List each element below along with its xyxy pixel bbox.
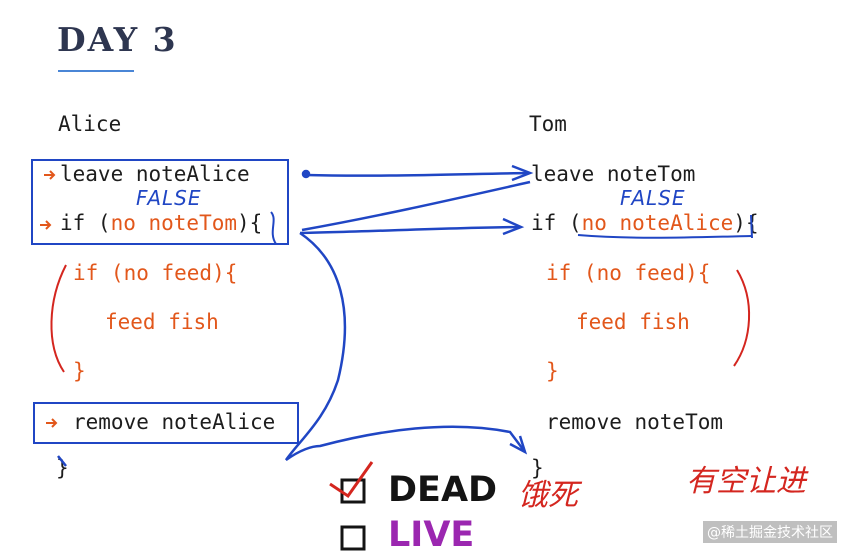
tom-bracket-icon <box>733 269 751 367</box>
tom-inner-close: } <box>546 359 559 383</box>
alice-leave-if-box <box>31 159 289 245</box>
alice-feed: feed fish <box>105 310 219 334</box>
alice-remove-box <box>33 402 299 444</box>
live-checkbox-icon <box>340 525 366 551</box>
alice-brace-mark <box>270 211 277 245</box>
tom-leave-line: leave noteTom <box>531 162 696 186</box>
arrow-marker-icon <box>40 170 58 428</box>
slide-title: DAY 3 <box>57 20 178 59</box>
tom-if-prefix: if ( <box>531 211 582 235</box>
dead-note: 饿死 <box>518 478 578 513</box>
alice-inner-if: if (no feed){ <box>73 261 238 285</box>
alice-leave-line: leave noteAlice <box>60 162 250 186</box>
alice-false-note: FALSE <box>136 186 202 210</box>
deadlock-note: 有空让进 <box>686 464 806 499</box>
tom-name: Tom <box>529 112 567 136</box>
tom-if-cond: no noteAlice <box>581 211 734 235</box>
alice-close: } <box>56 456 69 480</box>
alice-if-prefix: if ( <box>60 211 111 235</box>
alice-inner-close: } <box>73 359 86 383</box>
tom-remove: remove noteTom <box>546 410 724 434</box>
title-underline <box>58 70 134 72</box>
dead-checkbox-icon <box>329 461 374 504</box>
tom-feed: feed fish <box>576 310 690 334</box>
alice-if-suffix: ){ <box>237 211 263 235</box>
dead-option-label: DEAD <box>388 470 498 510</box>
tom-false-note: FALSE <box>620 186 686 210</box>
alice-bracket-icon <box>50 264 67 373</box>
alice-remove: remove noteAlice <box>73 410 276 434</box>
tom-close: } <box>531 456 544 480</box>
alice-name: Alice <box>58 112 122 136</box>
tom-cond-underline <box>577 234 753 239</box>
alice-if-cond: no noteTom <box>110 211 238 235</box>
tom-if-suffix: ){ <box>733 211 759 235</box>
tom-brace-mark <box>750 214 753 239</box>
live-option-label: LIVE <box>388 515 475 555</box>
alice-if-line: if (no noteTom){ <box>60 211 262 235</box>
flow-arrows <box>57 164 534 467</box>
watermark: @稀土掘金技术社区 <box>703 521 837 543</box>
tom-if-line: if (no noteAlice){ <box>531 211 759 235</box>
tom-inner-if: if (no feed){ <box>546 261 711 285</box>
